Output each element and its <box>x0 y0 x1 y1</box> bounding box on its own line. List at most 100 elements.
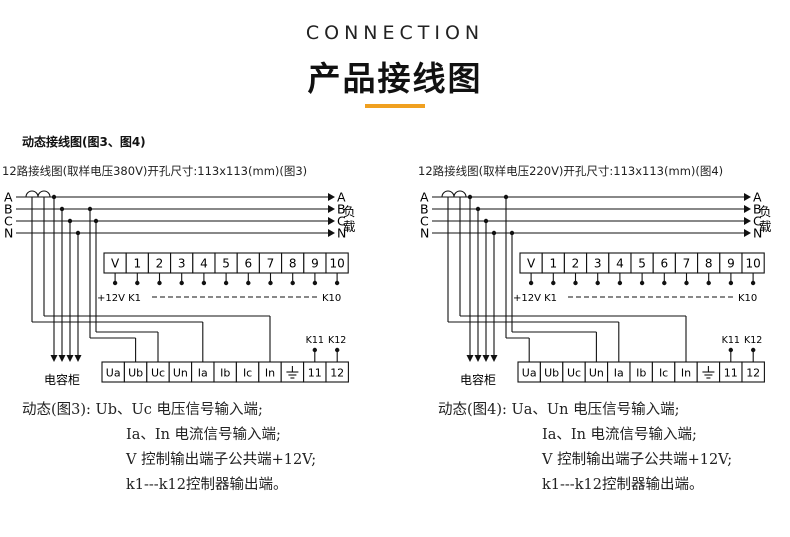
top-terminal-label: 7 <box>683 257 691 271</box>
junction-dot <box>290 280 295 286</box>
top-terminal-label: 3 <box>594 257 602 271</box>
bottom-terminal-label: 12 <box>330 367 344 380</box>
arrow-down <box>58 355 66 362</box>
junction-dot <box>662 280 667 286</box>
top-sublabel-left: +12V K1 <box>513 293 557 304</box>
note-line: k1---k12控制器输出端。 <box>542 477 704 493</box>
phase-label-right: N <box>337 226 346 241</box>
arrow-down <box>490 355 498 362</box>
top-terminal-label: 8 <box>705 257 713 271</box>
title-accent-bar <box>365 104 425 108</box>
arrow-down <box>466 355 474 362</box>
bottom-terminal-label: In <box>681 367 691 380</box>
arrow-right <box>744 193 751 201</box>
top-terminal-label: 9 <box>311 257 319 271</box>
bottom-terminal-label: Uc <box>567 367 581 380</box>
junction-dot <box>87 206 93 212</box>
top-terminal-label: 6 <box>244 257 252 271</box>
bottom-sublabel: K12 <box>744 335 762 346</box>
top-terminal-label: 1 <box>549 257 557 271</box>
junction-dot <box>112 280 118 286</box>
load-label-1: 负 <box>343 204 356 219</box>
junction-dot <box>246 280 251 286</box>
top-sublabel-left: +12V K1 <box>97 293 141 304</box>
junction-dot <box>595 280 600 286</box>
bottom-terminal-label: Ia <box>198 367 208 380</box>
top-terminal-label: 8 <box>289 257 297 271</box>
phase-label-right: B <box>753 202 762 217</box>
arrow-down <box>482 355 490 362</box>
bottom-terminal-label: Ib <box>220 367 230 380</box>
top-terminal-label: 4 <box>200 257 208 271</box>
notes-figure-4: 动态(图4): Ua、Un 电压信号输入端;Ia、In 电流信号输入端;V 控制… <box>438 398 732 498</box>
top-terminal-label: 7 <box>267 257 275 271</box>
junction-dot <box>503 194 509 200</box>
bottom-terminal-label: Ia <box>614 367 624 380</box>
top-terminal-label: 2 <box>572 257 580 271</box>
bottom-terminal-label: Un <box>589 367 604 380</box>
top-sublabel-right: K10 <box>738 293 757 304</box>
top-terminal-label: 2 <box>156 257 164 271</box>
phase-label-right: A <box>337 190 346 205</box>
load-label-2: 载 <box>759 219 772 234</box>
phase-label-left: A <box>4 190 13 205</box>
arrow-right <box>328 217 335 225</box>
phase-label-right: N <box>753 226 762 241</box>
note-line: 动态(图3): Ub、Uc 电压信号输入端; <box>22 402 263 418</box>
junction-dot <box>135 280 140 286</box>
bottom-sublabel: K11 <box>306 335 324 346</box>
bottom-terminal-label: In <box>265 367 275 380</box>
arrow-right <box>744 205 751 213</box>
junction-dot <box>93 218 99 224</box>
diagram-caption: 12路接线图(取样电压220V)开孔尺寸:113x113(mm)(图4) <box>418 164 723 178</box>
top-terminal-label: 5 <box>638 257 646 271</box>
arrow-down <box>74 355 82 362</box>
phase-label-left: C <box>420 214 429 229</box>
top-terminal-label: V <box>527 257 536 271</box>
phase-label-left: B <box>420 202 429 217</box>
junction-dot <box>617 280 623 286</box>
phase-label-right: B <box>337 202 346 217</box>
note-line: Ia、In 电流信号输入端; <box>126 427 281 443</box>
top-terminal-label: 1 <box>133 257 141 271</box>
top-terminal-label: 10 <box>329 257 344 271</box>
bottom-terminal-label: Ub <box>128 367 143 380</box>
top-terminal-label: 5 <box>222 257 230 271</box>
phase-label-right: A <box>753 190 762 205</box>
junction-dot <box>179 280 184 286</box>
section-title: 动态接线图(图3、图4) <box>22 135 146 149</box>
arrow-down <box>66 355 74 362</box>
junction-dot <box>706 280 711 286</box>
junction-dot <box>268 280 273 286</box>
note-line: k1---k12控制器输出端。 <box>126 477 288 493</box>
top-terminal-label: 4 <box>616 257 624 271</box>
top-terminal-label: 9 <box>727 257 735 271</box>
note-line: V 控制输出端子公共端+12V; <box>126 452 317 468</box>
junction-dot <box>312 280 318 286</box>
junction-dot <box>639 280 645 286</box>
phase-label-left: A <box>420 190 429 205</box>
bottom-sublabel: K12 <box>328 335 346 346</box>
diagram-caption: 12路接线图(取样电压380V)开孔尺寸:113x113(mm)(图3) <box>2 164 307 178</box>
arrow-right <box>328 229 335 237</box>
bottom-terminal-label: Uc <box>151 367 165 380</box>
bottom-terminal-label: 12 <box>746 367 760 380</box>
junction-dot <box>201 280 207 286</box>
bottom-terminal-label: Ua <box>522 367 537 380</box>
junction-dot <box>223 280 229 286</box>
junction-dot <box>509 230 515 236</box>
notes-figure-3: 动态(图3): Ub、Uc 电压信号输入端; Ia、In 电流信号输入端; V 控制… <box>22 398 316 498</box>
top-terminal-label: 10 <box>745 257 760 271</box>
arrow-right <box>328 193 335 201</box>
bottom-terminal-label: Ua <box>106 367 121 380</box>
bottom-sublabel: K11 <box>722 335 740 346</box>
junction-dot <box>334 280 340 286</box>
junction-dot <box>157 280 162 286</box>
junction-dot <box>573 280 578 286</box>
top-sublabel-right: K10 <box>322 293 341 304</box>
page-title: 产品接线图 <box>307 59 483 98</box>
junction-dot <box>750 280 756 286</box>
